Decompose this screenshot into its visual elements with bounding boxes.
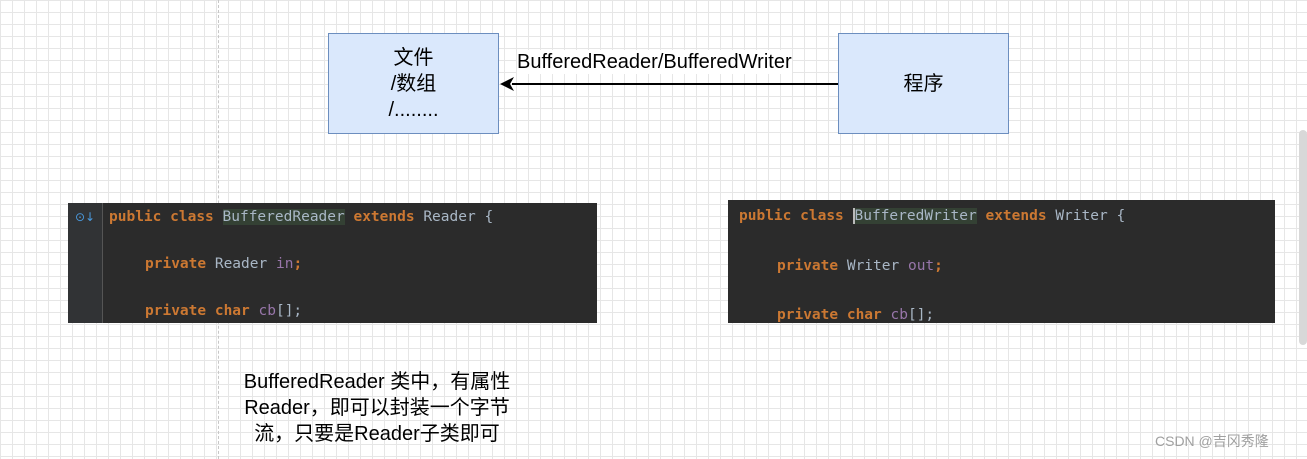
code-line-field-cb: private char cb[]; bbox=[777, 307, 935, 323]
scrollbar[interactable] bbox=[1299, 130, 1307, 345]
code-line-field-in: private Reader in; bbox=[145, 256, 303, 272]
file-array-label-line-3: /........ bbox=[388, 98, 439, 121]
arrow-program-to-file bbox=[500, 77, 838, 91]
caption-line-2: Reader，即可以封装一个字节 bbox=[244, 397, 510, 419]
override-marker-icon: ⊙↓ bbox=[75, 210, 96, 224]
watermark: CSDN @吉冈秀隆 bbox=[1155, 433, 1269, 449]
file-array-label-line-1: 文件 bbox=[393, 46, 434, 69]
edge-label: BufferedReader/BufferedWriter bbox=[517, 50, 792, 74]
code-line-field-out: private Writer out; bbox=[777, 258, 943, 274]
arrowhead-icon bbox=[500, 77, 514, 91]
code-snippet-buffered-reader: ⊙↓ public class BufferedReader extends R… bbox=[68, 203, 597, 323]
code-line-field-cb: private char cb[]; bbox=[145, 303, 303, 319]
file-array-box[interactable]: 文件 /数组 /........ bbox=[328, 33, 499, 134]
code-line-class-decl: public class BufferedWriter extends Writ… bbox=[739, 208, 1126, 224]
caption-line-1: BufferedReader 类中，有属性 bbox=[243, 371, 511, 393]
explanation-caption: BufferedReader 类中，有属性 Reader，即可以封装一个字节 流… bbox=[210, 369, 544, 447]
code-gutter: ⊙↓ bbox=[68, 203, 103, 323]
code-snippet-buffered-writer: public class BufferedWriter extends Writ… bbox=[728, 200, 1275, 323]
program-label: 程序 bbox=[903, 72, 944, 95]
file-array-label-line-2: /数组 bbox=[390, 72, 437, 95]
caption-line-3: 流，只要是Reader子类即可 bbox=[254, 423, 500, 445]
code-line-class-decl: public class BufferedReader extends Read… bbox=[109, 209, 494, 225]
program-box[interactable]: 程序 bbox=[838, 33, 1009, 134]
